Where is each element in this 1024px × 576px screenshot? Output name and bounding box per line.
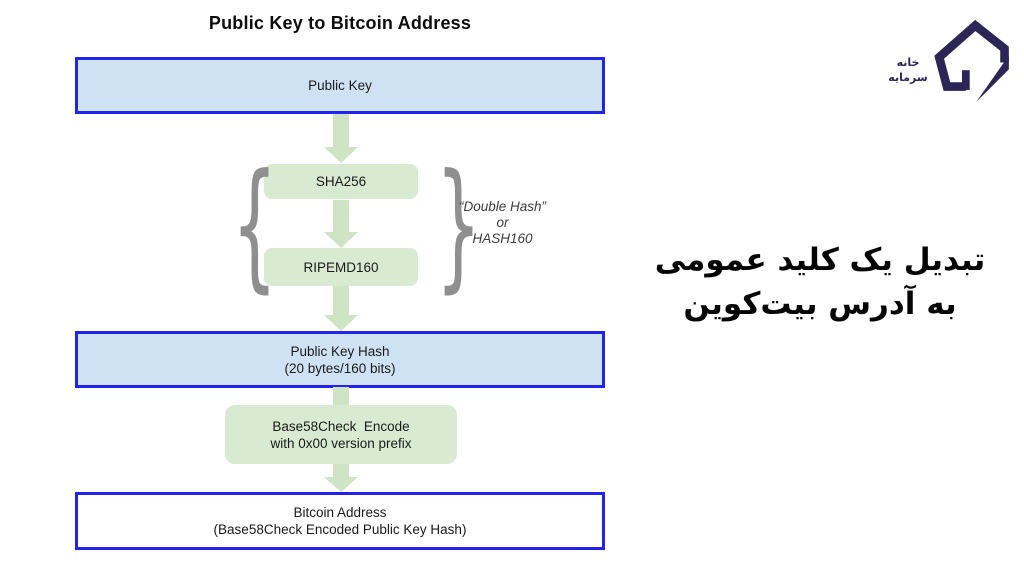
arrow-shaft [333, 114, 349, 147]
node-public-key: Public Key [75, 57, 605, 114]
node-public-key-hash-sublabel: (20 bytes/160 bits) [284, 360, 396, 376]
annotation-line-1: “Double Hash” [458, 199, 547, 214]
arrow-down-icon [324, 464, 358, 492]
connector-line [333, 387, 349, 406]
node-public-key-hash: Public Key Hash (20 bytes/160 bits) [75, 331, 605, 388]
node-base58check-sublabel: with 0x00 version prefix [270, 435, 412, 451]
logo-wordmark: خانه سرمایه [882, 56, 934, 85]
node-public-key-label: Public Key [308, 78, 372, 93]
node-base58check: Base58Check Encode with 0x00 version pre… [225, 405, 457, 464]
node-base58check-label: Base58Check Encode [272, 418, 410, 434]
annotation-line-2: or [496, 215, 509, 230]
node-bitcoin-address: Bitcoin Address (Base58Check Encoded Pub… [75, 492, 605, 550]
arrow-head [324, 315, 358, 331]
arrow-head [324, 147, 358, 163]
diagram-title: Public Key to Bitcoin Address [208, 13, 472, 33]
arrow-shaft [333, 200, 349, 232]
node-ripemd160: RIPEMD160 [264, 248, 418, 286]
node-public-key-hash-label: Public Key Hash [290, 343, 390, 359]
persian-caption-line-1: تبدیل یک کلید عمومی [654, 242, 986, 278]
logo-wordmark-line-1: خانه [896, 56, 920, 69]
node-ripemd160-label: RIPEMD160 [303, 259, 379, 275]
khane-sarmaye-logo-icon [934, 19, 1009, 102]
node-sha256-label: SHA256 [315, 174, 367, 189]
double-hash-annotation: “Double Hash” or HASH160 [435, 199, 570, 247]
left-brace: { [231, 143, 278, 307]
right-brace: } [435, 143, 482, 307]
arrow-down-icon [324, 114, 358, 163]
node-sha256: SHA256 [264, 164, 418, 199]
logo-wordmark-line-2: سرمایه [888, 70, 928, 84]
persian-caption-line-2: به آدرس بیت‌کوین [683, 286, 957, 322]
node-bitcoin-address-sublabel: (Base58Check Encoded Public Key Hash) [213, 522, 467, 537]
arrow-shaft [333, 464, 349, 477]
arrow-head [324, 477, 358, 492]
persian-caption: تبدیل یک کلید عمومی به آدرس بیت‌کوین [630, 238, 1010, 326]
arrow-down-icon [324, 286, 358, 331]
annotation-line-3: HASH160 [472, 231, 533, 246]
arrow-head [324, 232, 358, 248]
arrow-shaft [333, 286, 349, 315]
arrow-down-icon [324, 200, 358, 248]
node-bitcoin-address-label: Bitcoin Address [293, 505, 387, 520]
